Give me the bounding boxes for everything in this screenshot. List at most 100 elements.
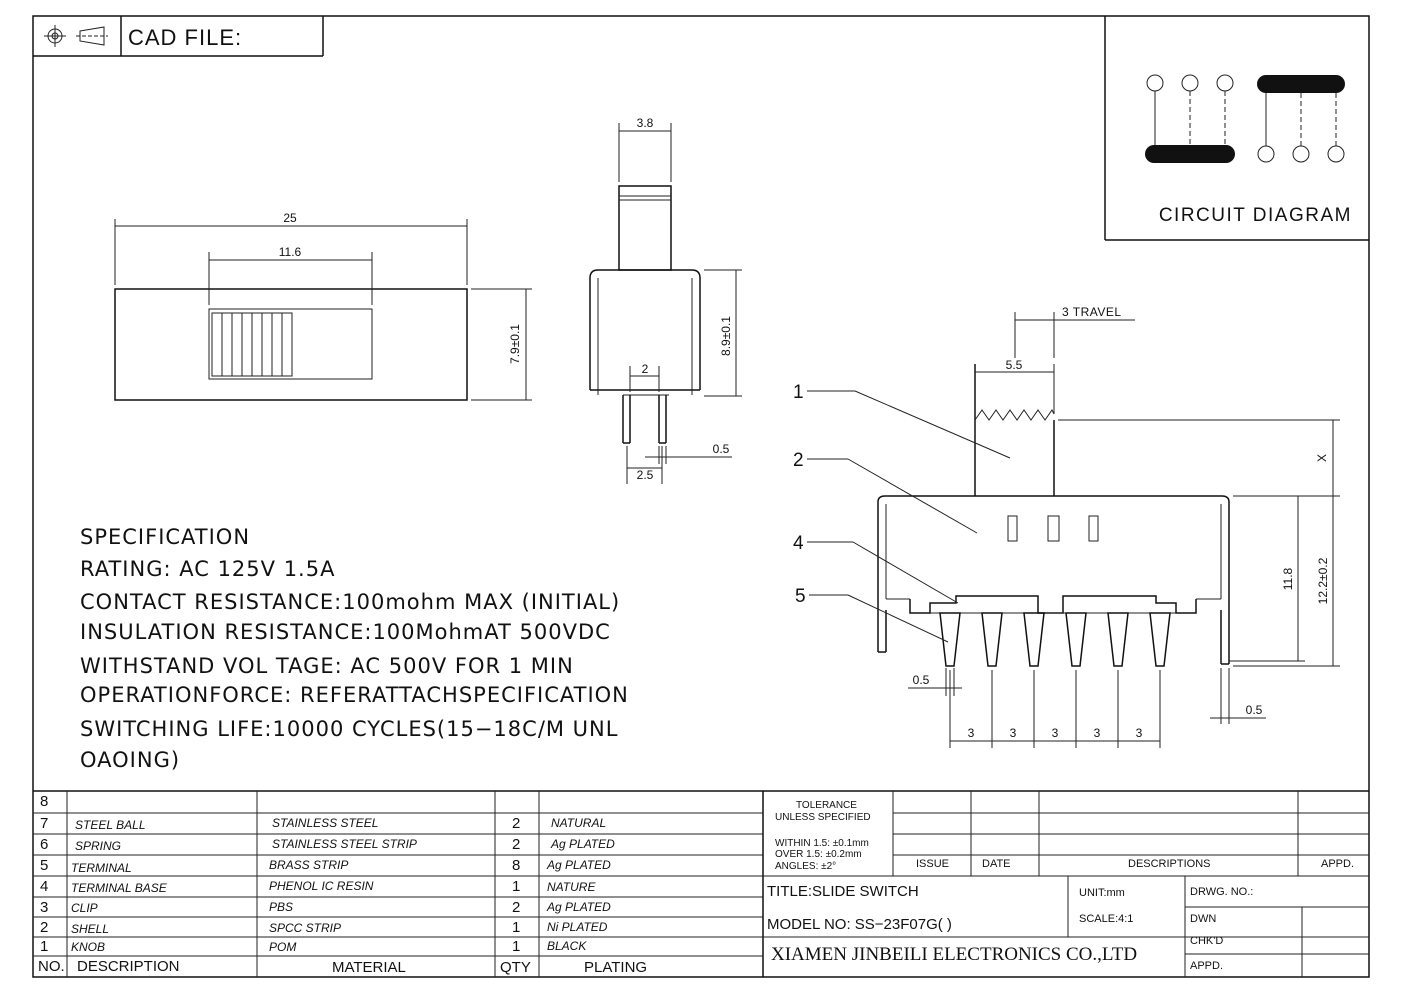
bom-no: 1	[40, 938, 49, 955]
dim-pitch: 3	[1136, 726, 1143, 740]
dim-2: 2	[642, 362, 649, 376]
bom-plating: Ag PLATED	[551, 837, 615, 851]
contact-bar-icon	[1257, 75, 1345, 93]
bom-qty: 1	[512, 919, 521, 936]
spec-line: RATING: AC 125V 1.5A	[80, 557, 336, 581]
angles-label: ANGLES: ±2°	[775, 861, 837, 872]
bom-qty: 2	[512, 815, 521, 832]
projection-symbol-icon	[44, 25, 108, 47]
bom-description: TERMINAL	[71, 861, 132, 875]
bom-no: 3	[40, 899, 49, 916]
issue-label: ISSUE	[916, 858, 950, 870]
dim-5-5: 5.5	[1006, 358, 1023, 372]
bom-plating: Ag PLATED	[547, 858, 611, 872]
dim-x: X	[1315, 454, 1329, 462]
unit-label: UNIT:mm	[1079, 887, 1125, 899]
over-label: OVER 1.5: ±0.2mm	[775, 849, 862, 860]
tolerance-label: TOLERANCE	[796, 800, 857, 811]
spec-line: INSULATION RESISTANCE:100MohmAT 500VDC	[80, 620, 611, 644]
date-label: DATE	[982, 858, 1011, 870]
cad-file-label: CAD FILE:	[128, 25, 242, 50]
spec-title: SPECIFICATION	[80, 525, 251, 549]
bom-no: 6	[40, 836, 49, 853]
drawing-border	[32, 15, 1370, 978]
chkd-label: CHK'D	[1190, 935, 1224, 947]
bom-material: PHENOL IC RESIN	[269, 879, 374, 893]
bom-no: 5	[40, 857, 49, 874]
spec-line: CONTACT RESISTANCE:100mohm MAX (INITIAL)	[80, 590, 621, 614]
bom-plating: Ni PLATED	[547, 920, 608, 934]
dim-3-8: 3.8	[637, 116, 654, 130]
dim-travel: 3 TRAVEL	[1062, 305, 1122, 319]
bom-qty: 2	[512, 836, 521, 853]
appd-column-label: APPD.	[1321, 858, 1355, 870]
drwg-no-label: DRWG. NO.:	[1190, 886, 1254, 898]
appd-label: APPD.	[1190, 960, 1224, 972]
top-view: 25 11.6 7.9±0.1	[114, 211, 532, 401]
dim-11-8: 11.8	[1281, 567, 1295, 590]
bom-no: 7	[40, 815, 49, 832]
dim-0-5: 0.5	[713, 442, 730, 456]
callout-5: 5	[795, 586, 806, 607]
bom-description: STEEL BALL	[75, 818, 146, 832]
header-plating: PLATING	[584, 959, 648, 976]
dim-2-5: 2.5	[637, 468, 654, 482]
bom-plating: Ag PLATED	[547, 900, 611, 914]
bom-description: SPRING	[75, 839, 122, 853]
header-qty: QTY	[500, 959, 531, 976]
dim-pitch: 3	[1094, 726, 1101, 740]
contact-bar-icon	[1145, 145, 1235, 163]
header-description: DESCRIPTION	[77, 958, 180, 975]
bom-qty: 2	[512, 899, 521, 916]
dim-pin-right: 0.5	[1246, 703, 1263, 717]
table-grid	[33, 790, 1369, 977]
header-material: MATERIAL	[332, 959, 406, 976]
bom-material: BRASS STRIP	[269, 858, 349, 872]
front-view: 3 TRAVEL 5.5 X 11.8 12.2±0.2 0.5 0.5 3 3	[793, 305, 1340, 748]
bom-qty: 1	[512, 938, 521, 955]
bom-material: PBS	[269, 900, 294, 914]
side-view: 3.8 8.9±0.1 2 0.5 2.5	[589, 116, 742, 484]
spec-line: OPERATIONFORCE: REFERATTACHSPECIFICATION	[80, 683, 629, 707]
dim-8-9: 8.9±0.1	[719, 316, 733, 356]
dim-pitch: 3	[1052, 726, 1059, 740]
title-label: TITLE:SLIDE SWITCH	[767, 883, 919, 900]
header-no: NO.	[38, 958, 65, 975]
spec-line: WITHSTAND VOL TAGE: AC 500V FOR 1 MIN	[80, 654, 574, 678]
spec-line: OAOING)	[80, 748, 181, 772]
bom-plating: NATURE	[547, 880, 596, 894]
dim-11-6: 11.6	[279, 245, 302, 259]
callout-2: 2	[793, 450, 804, 471]
callout-1: 1	[793, 382, 804, 403]
circuit-diagram-title: CIRCUIT DIAGRAM	[1159, 205, 1352, 226]
bom-no: 8	[40, 793, 49, 810]
spec-line: SWITCHING LIFE:10000 CYCLES(15−18C/M UNL	[80, 717, 619, 741]
bom-description: CLIP	[71, 901, 98, 915]
scale-label: SCALE:4:1	[1079, 913, 1134, 925]
within-label: WITHIN 1.5: ±0.1mm	[775, 838, 869, 849]
bom-description: SHELL	[71, 922, 110, 936]
bom-material: POM	[269, 940, 297, 954]
unless-label: UNLESS SPECIFIED	[775, 812, 871, 823]
bom-material: SPCC STRIP	[269, 921, 342, 935]
bom-qty: 8	[512, 857, 521, 874]
dim-pitch: 3	[1010, 726, 1017, 740]
dim-25: 25	[283, 211, 297, 225]
dim-7-9: 7.9±0.1	[508, 324, 522, 364]
dim-pitch: 3	[968, 726, 975, 740]
dim-12-2: 12.2±0.2	[1316, 557, 1330, 604]
bom-description: TERMINAL BASE	[71, 881, 167, 895]
bom-material: STAINLESS STEEL	[272, 816, 379, 830]
circuit-diagram: CIRCUIT DIAGRAM	[1104, 16, 1369, 241]
bom-qty: 1	[512, 878, 521, 895]
model-label: MODEL NO: SS−23F07G( )	[767, 916, 952, 933]
bom-material: STAINLESS STEEL STRIP	[272, 837, 417, 851]
bom-no: 4	[40, 878, 49, 895]
dim-pin-left: 0.5	[913, 673, 930, 687]
bom-description: KNOB	[71, 940, 106, 954]
company-name: XIAMEN JINBEILI ELECTRONICS CO.,LTD	[771, 944, 1138, 965]
descriptions-label: DESCRIPTIONS	[1128, 858, 1211, 870]
callout-4: 4	[793, 533, 804, 554]
bom-plating: BLACK	[547, 939, 587, 953]
